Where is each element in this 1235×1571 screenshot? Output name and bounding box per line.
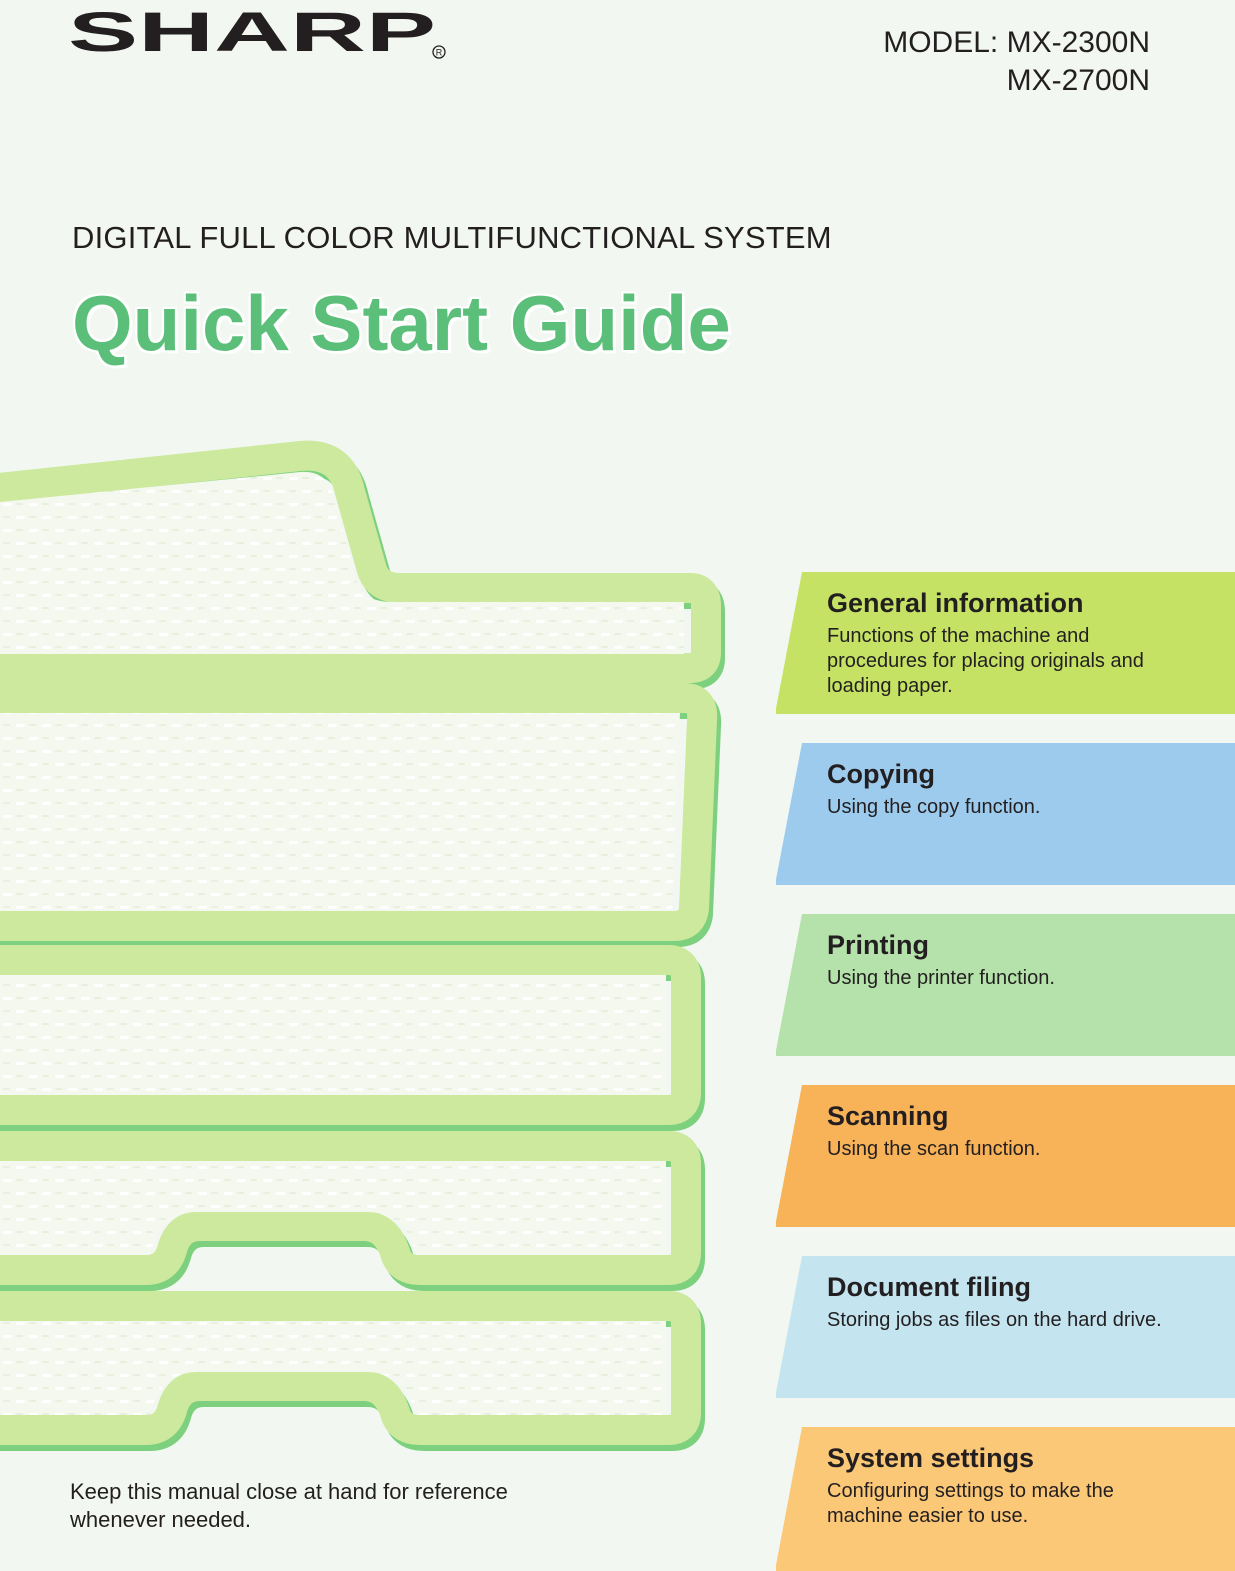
paper-tray-3 xyxy=(0,1291,705,1451)
model-number: MX-2300N xyxy=(1006,26,1150,59)
section-printing[interactable]: Printing Using the printer function. xyxy=(776,914,1235,1056)
section-description: Using the copy function. xyxy=(827,796,1041,818)
product-subtitle: DIGITAL FULL COLOR MULTIFUNCTIONAL SYSTE… xyxy=(72,220,832,255)
section-document-filing[interactable]: Document filing Storing jobs as files on… xyxy=(776,1256,1235,1398)
scanner-unit xyxy=(0,440,725,689)
section-title: General information xyxy=(827,588,1084,618)
section-description: Using the printer function. xyxy=(827,967,1055,989)
section-description: Storing jobs as files on the hard drive. xyxy=(827,1309,1162,1331)
section-description: Using the scan function. xyxy=(827,1138,1041,1160)
paper-tray-2 xyxy=(0,1131,705,1291)
model-label: MODEL: xyxy=(883,26,999,59)
main-body-unit xyxy=(0,683,722,947)
section-title: Scanning xyxy=(827,1101,949,1131)
sharp-logo: SHARP R xyxy=(68,2,446,62)
model-row-1: MODEL: MX-2300N xyxy=(883,24,1150,62)
section-title: System settings xyxy=(827,1443,1035,1473)
section-system-settings[interactable]: System settings Configuring settings to … xyxy=(776,1427,1235,1571)
section-description: Functions of the machine and procedures … xyxy=(827,625,1144,697)
section-copying[interactable]: Copying Using the copy function. xyxy=(776,743,1235,885)
section-scanning[interactable]: Scanning Using the scan function. xyxy=(776,1085,1235,1227)
paper-tray-1 xyxy=(0,945,705,1131)
svg-text:SHARP: SHARP xyxy=(68,2,436,62)
section-description: Configuring settings to make the machine… xyxy=(827,1480,1114,1527)
model-number: MX-2700N xyxy=(1006,64,1150,97)
section-title: Copying xyxy=(827,759,935,789)
section-title: Printing xyxy=(827,930,929,960)
svg-text:R: R xyxy=(436,48,443,58)
section-general-information[interactable]: General information Functions of the mac… xyxy=(776,572,1235,714)
machine-illustration xyxy=(0,440,725,1451)
section-title: Document filing xyxy=(827,1272,1031,1302)
page-title: Quick Start Guide xyxy=(72,279,731,367)
footer-note: Keep this manual close at hand for refer… xyxy=(70,1479,508,1532)
model-row-2: MX-2700N xyxy=(883,62,1150,100)
model-info: MODEL: MX-2300N MX-2700N xyxy=(883,24,1150,100)
